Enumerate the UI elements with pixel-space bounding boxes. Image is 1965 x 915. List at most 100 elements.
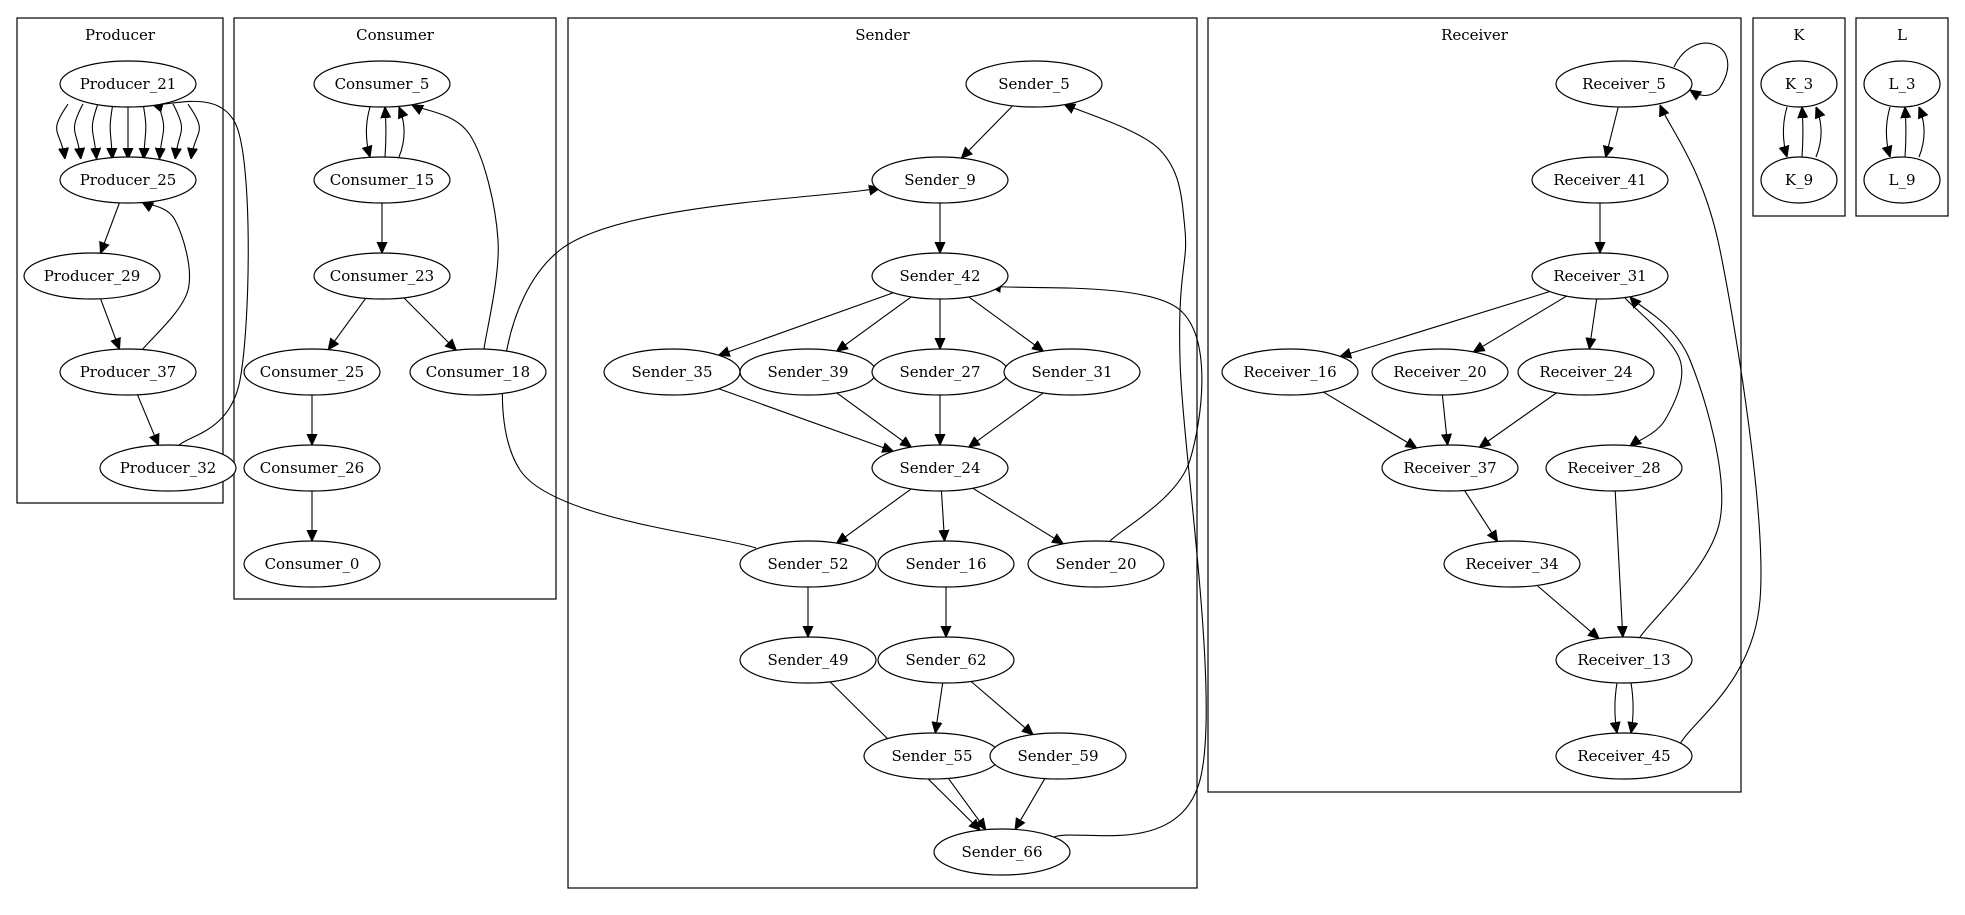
- cluster-border: [567, 17, 1198, 889]
- node-receiver-31: Receiver_31: [1531, 252, 1669, 300]
- node-ellipse: [1555, 732, 1693, 780]
- node-label: Consumer_5: [335, 75, 430, 93]
- cluster-sender: Sender: [567, 17, 1198, 889]
- edge-Receiver_24-to-Receiver_37: [1479, 392, 1557, 448]
- node-ellipse: [1221, 348, 1359, 396]
- node-sender-52: Sender_52: [739, 540, 877, 588]
- node-ellipse: [313, 156, 451, 204]
- node-l-3: L_3: [1863, 60, 1941, 108]
- node-label: L_3: [1888, 75, 1915, 93]
- edge-Sender_42-to-Sender_39: [837, 296, 912, 351]
- node-ellipse: [1863, 156, 1941, 204]
- node-label: L_9: [1888, 171, 1915, 189]
- cluster-label: K: [1793, 26, 1805, 44]
- node-label: Sender_52: [767, 555, 848, 573]
- cluster-consumer: Consumer: [233, 17, 557, 600]
- node-label: Sender_62: [905, 651, 986, 669]
- edge-Producer_21-to-Producer_25: [73, 103, 83, 159]
- node-receiver-16: Receiver_16: [1221, 348, 1359, 396]
- edge-Sender_5-to-Sender_9: [961, 105, 1014, 158]
- cluster-producer: Producer: [16, 17, 224, 504]
- node-label: Receiver_24: [1539, 363, 1632, 381]
- cluster-label: Receiver: [1441, 26, 1509, 44]
- node-ellipse: [989, 732, 1127, 780]
- node-sender-62: Sender_62: [877, 636, 1015, 684]
- node-sender-5: Sender_5: [965, 60, 1103, 108]
- node-label: Sender_66: [961, 843, 1042, 861]
- node-receiver-24: Receiver_24: [1517, 348, 1655, 396]
- cluster-border: [233, 17, 557, 600]
- edge-L_9-to-L_3: [1905, 107, 1906, 158]
- node-consumer-25: Consumer_25: [243, 348, 381, 396]
- cluster-label: Producer: [85, 26, 156, 44]
- node-label: Receiver_34: [1465, 555, 1558, 573]
- edge-Sender_24-to-Sender_20: [972, 487, 1063, 544]
- cluster-label: Consumer: [356, 26, 435, 44]
- edge-Receiver_31-to-Receiver_28: [1624, 297, 1683, 446]
- node-sender-24: Sender_24: [871, 444, 1009, 492]
- node-label: Producer_32: [120, 459, 217, 477]
- node-ellipse: [1760, 60, 1838, 108]
- node-consumer-26: Consumer_26: [243, 444, 381, 492]
- edge-Producer_21-to-Producer_25: [188, 103, 200, 159]
- node-label: Receiver_20: [1393, 363, 1486, 381]
- edge-Consumer_18-to-Consumer_5: [412, 105, 499, 350]
- node-receiver-34: Receiver_34: [1443, 540, 1581, 588]
- edge-L_9-to-L_3: [1919, 107, 1924, 158]
- node-label: Consumer_26: [260, 459, 364, 477]
- node-consumer-5: Consumer_5: [313, 60, 451, 108]
- node-label: Sender_27: [899, 363, 980, 381]
- edge-Consumer_23-to-Consumer_18: [403, 297, 456, 350]
- node-label: Sender_55: [891, 747, 972, 765]
- edge-Consumer_15-to-Consumer_5: [399, 107, 404, 158]
- edge-Producer_37-to-Producer_25: [142, 202, 191, 351]
- edge-Sender_35-to-Sender_24: [718, 388, 894, 452]
- node-receiver-20: Receiver_20: [1371, 348, 1509, 396]
- node-ellipse: [1371, 348, 1509, 396]
- edge-Receiver_31-to-Receiver_24: [1589, 298, 1598, 349]
- node-label: Receiver_31: [1553, 267, 1646, 285]
- edge-Producer_21-to-Producer_25: [92, 103, 98, 159]
- edge-Sender_24-to-Sender_52: [837, 488, 912, 543]
- node-ellipse: [871, 444, 1009, 492]
- node-k-9: K_9: [1760, 156, 1838, 204]
- edge-Sender_20-to-Sender_42: [990, 286, 1203, 542]
- node-sender-16: Sender_16: [877, 540, 1015, 588]
- edge-Receiver_45-to-Receiver_5: [1660, 105, 1762, 745]
- node-label: Sender_9: [904, 171, 976, 189]
- node-ellipse: [965, 60, 1103, 108]
- node-label: Receiver_45: [1577, 747, 1670, 765]
- node-ellipse: [1531, 252, 1669, 300]
- node-ellipse: [1027, 540, 1165, 588]
- node-receiver-41: Receiver_41: [1531, 156, 1669, 204]
- node-sender-42: Sender_42: [871, 252, 1009, 300]
- node-k-3: K_3: [1760, 60, 1838, 108]
- edge-Receiver_5-to-Receiver_41: [1606, 106, 1619, 157]
- node-ellipse: [1863, 60, 1941, 108]
- node-producer-21: Producer_21: [59, 60, 197, 108]
- edge-Consumer_5-to-Consumer_15: [366, 106, 370, 157]
- node-ellipse: [1443, 540, 1581, 588]
- node-sender-59: Sender_59: [989, 732, 1127, 780]
- edge-Receiver_31-to-Receiver_20: [1473, 295, 1567, 352]
- edge-Producer_21-to-Producer_25: [56, 103, 68, 159]
- edge-Producer_29-to-Producer_37: [100, 298, 120, 349]
- node-l-9: L_9: [1863, 156, 1941, 204]
- node-receiver-13: Receiver_13: [1555, 636, 1693, 684]
- node-sender-27: Sender_27: [871, 348, 1009, 396]
- node-label: Sender_24: [899, 459, 980, 477]
- node-label: Producer_25: [80, 171, 177, 189]
- node-label: Sender_49: [767, 651, 848, 669]
- edge-Receiver_13-to-Receiver_45: [1631, 682, 1633, 733]
- node-ellipse: [313, 60, 451, 108]
- node-sender-31: Sender_31: [1003, 348, 1141, 396]
- node-ellipse: [243, 348, 381, 396]
- node-label: Receiver_16: [1243, 363, 1336, 381]
- edge-Consumer_15-to-Consumer_5: [385, 107, 386, 158]
- node-ellipse: [877, 636, 1015, 684]
- node-producer-37: Producer_37: [59, 348, 197, 396]
- node-ellipse: [739, 636, 877, 684]
- node-receiver-28: Receiver_28: [1545, 444, 1683, 492]
- node-ellipse: [23, 252, 161, 300]
